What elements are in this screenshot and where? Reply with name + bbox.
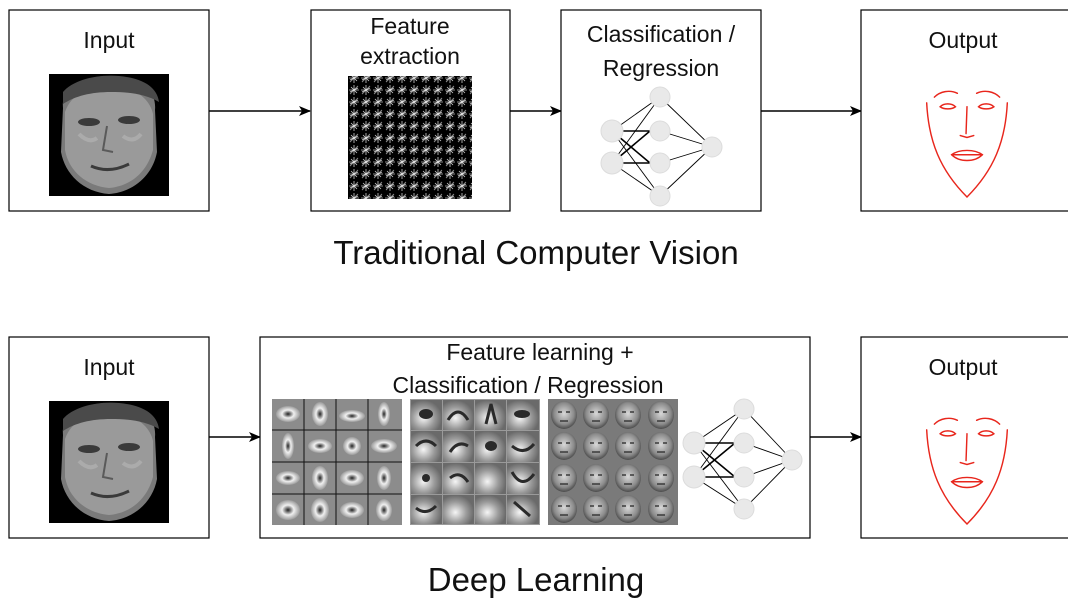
trad-feature-box: Feature extraction — [310, 9, 511, 212]
trad-output-box: Output — [860, 9, 1068, 212]
trad-classify-label-line1: Classification / — [587, 21, 736, 47]
mid-level-parts-grid — [410, 399, 540, 525]
trad-neural-net-icon — [600, 86, 723, 207]
traditional-row: Input Feature extraction Classification … — [8, 9, 1068, 271]
hog-feature-image — [348, 76, 472, 199]
trad-input-face-image — [49, 74, 169, 196]
deep-learning-label-line2: Classification / Regression — [392, 372, 663, 398]
deep-neural-net-icon — [682, 398, 803, 520]
low-level-filters-grid — [272, 399, 402, 525]
trad-output-label: Output — [928, 27, 998, 53]
trad-classify-label-line2: Regression — [603, 55, 719, 81]
deep-input-face-image — [49, 401, 169, 523]
deep-learning-box: Feature learning + Classification / Regr… — [259, 336, 811, 539]
deep-row: Input Feature learning + Classification … — [8, 336, 1068, 598]
deep-section-title: Deep Learning — [428, 561, 645, 598]
deep-input-box: Input — [8, 336, 210, 539]
deep-output-box: Output — [860, 336, 1068, 539]
high-level-faces-grid — [548, 399, 678, 525]
deep-input-label: Input — [83, 354, 135, 380]
trad-feature-label-line1: Feature — [370, 13, 449, 39]
trad-input-label: Input — [83, 27, 135, 53]
trad-feature-label-line2: extraction — [360, 43, 460, 69]
traditional-section-title: Traditional Computer Vision — [333, 234, 738, 271]
deep-output-label: Output — [928, 354, 998, 380]
trad-input-box: Input — [8, 9, 210, 212]
deep-learning-label-line1: Feature learning + — [446, 339, 633, 365]
trad-classify-box: Classification / Regression — [560, 9, 762, 212]
